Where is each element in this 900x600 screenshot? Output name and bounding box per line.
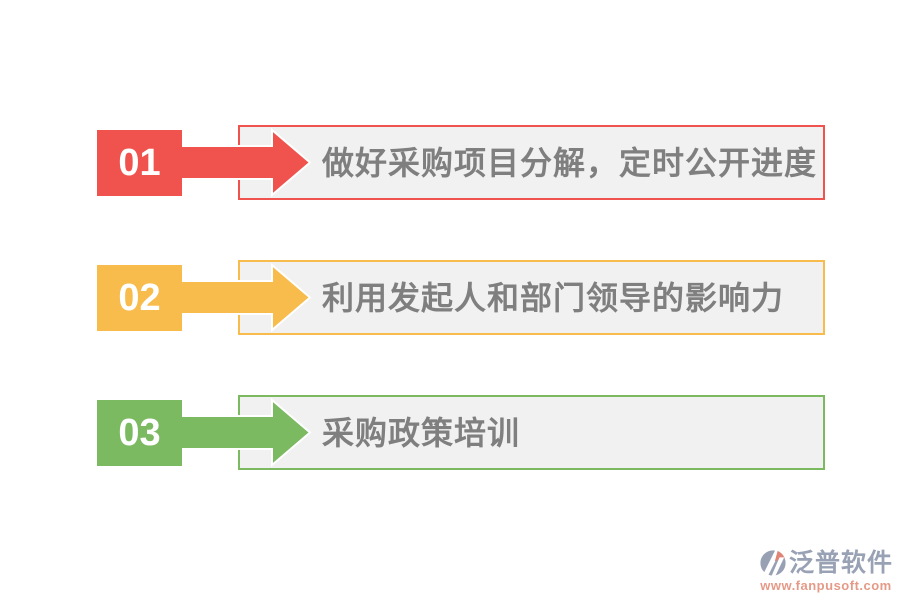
step-number-badge: 03	[97, 400, 182, 466]
step-label-box: 做好采购项目分解，定时公开进度	[238, 125, 825, 200]
step-row: 做好采购项目分解，定时公开进度 01	[0, 125, 900, 200]
arrow-right-icon	[180, 262, 312, 333]
step-label-box: 采购政策培训	[238, 395, 825, 470]
arrow-right-icon	[180, 127, 312, 198]
brand-url: www.fanpusoft.com	[760, 578, 892, 593]
step-row: 采购政策培训 03	[0, 395, 900, 470]
arrow-right-icon	[180, 397, 312, 468]
brand-logo-top: 泛普软件	[759, 549, 893, 577]
step-label: 采购政策培训	[322, 414, 521, 451]
brand-logo: 泛普软件 www.fanpusoft.com	[759, 549, 893, 592]
step-label-box: 利用发起人和部门领导的影响力	[238, 260, 825, 335]
step-label: 利用发起人和部门领导的影响力	[322, 279, 785, 316]
step-number-badge: 01	[97, 130, 182, 196]
step-row: 利用发起人和部门领导的影响力 02	[0, 260, 900, 335]
brand-name: 泛普软件	[788, 548, 893, 577]
step-label: 做好采购项目分解，定时公开进度	[322, 144, 818, 181]
step-number-badge: 02	[97, 265, 182, 331]
fanpu-logo-icon	[760, 549, 786, 577]
